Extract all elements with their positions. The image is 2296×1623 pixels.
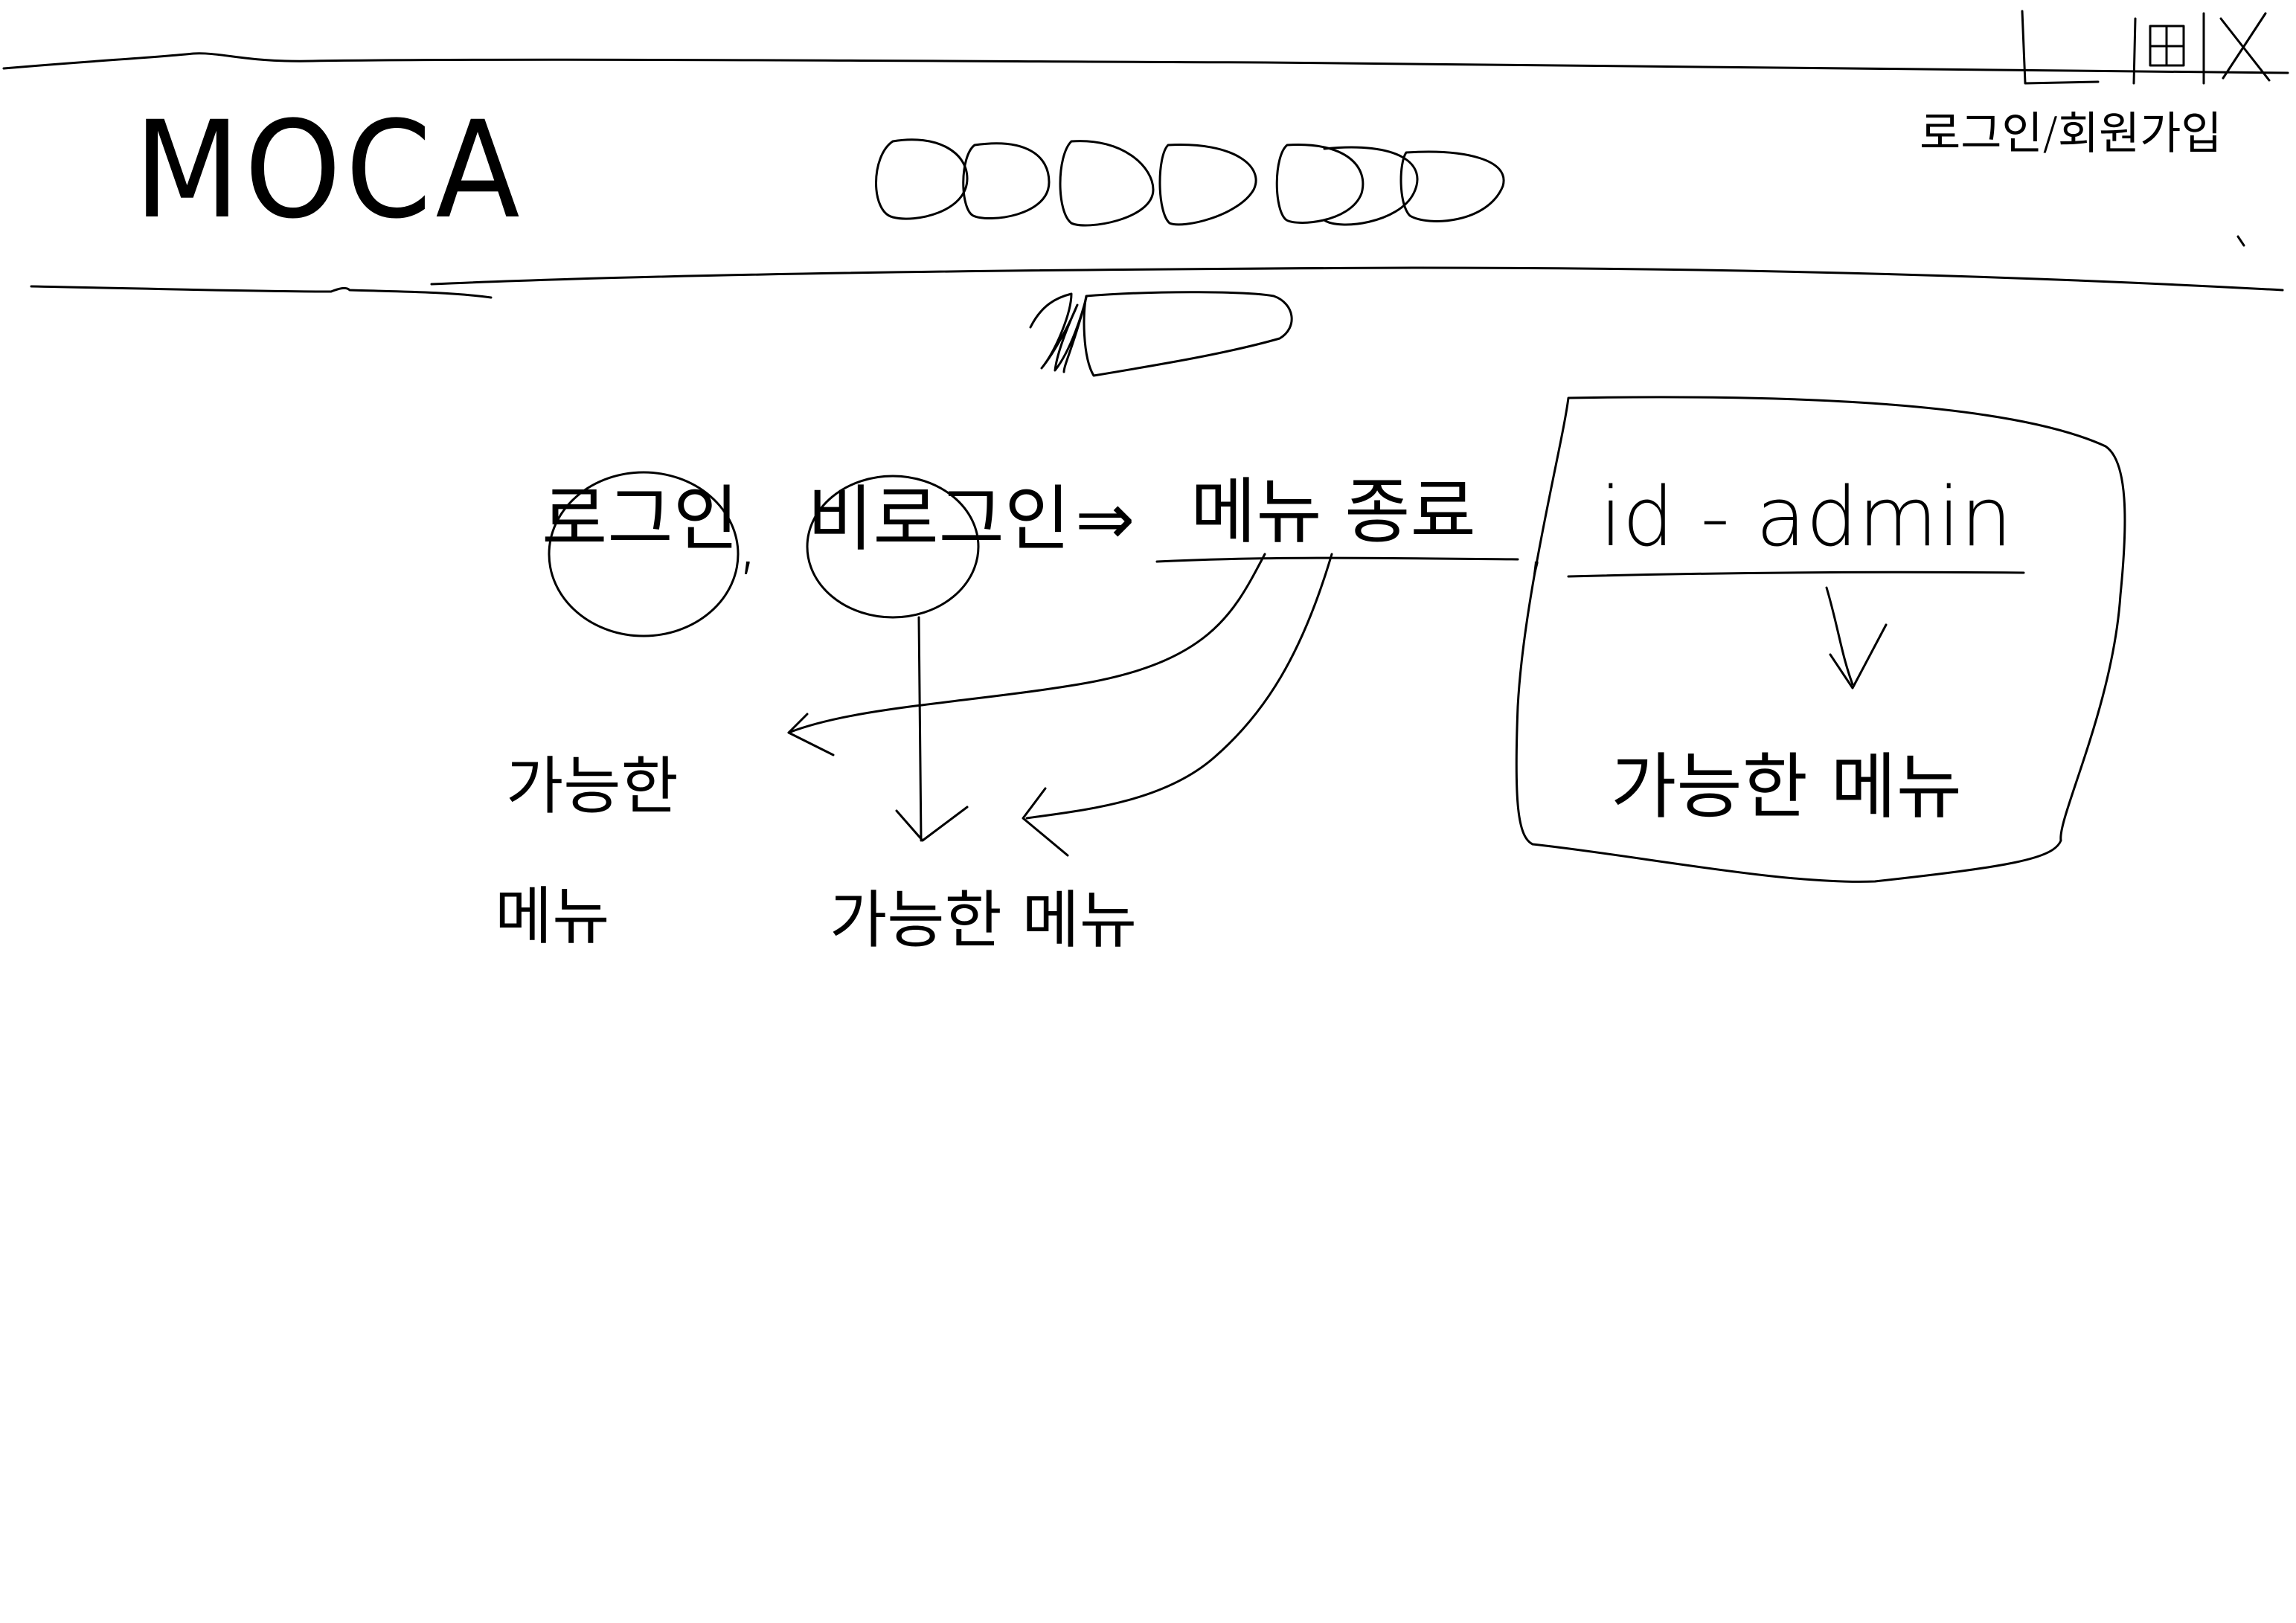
arrow-admin-to-result3 bbox=[1825, 586, 1854, 686]
arrow-condition3-to-result2 bbox=[1025, 553, 1333, 820]
nav-oval-3 bbox=[1059, 140, 1155, 227]
admin-box bbox=[1515, 396, 2126, 883]
nav-oval-2 bbox=[962, 142, 1051, 220]
login-signup-link[interactable]: 로그인/회원가입 bbox=[1920, 108, 2222, 160]
login-area bbox=[1029, 291, 1293, 377]
login-input-field[interactable] bbox=[1080, 294, 1286, 379]
divider-1 bbox=[2132, 17, 2137, 85]
nav-oval-5 bbox=[1275, 144, 1365, 224]
result-available-menu: 가능한 메뉴 bbox=[830, 884, 1138, 957]
stray-mark bbox=[2236, 235, 2245, 247]
implies-arrow: ⇒ bbox=[1075, 478, 1135, 561]
arrowhead-2 bbox=[895, 806, 969, 842]
admin-id-label: id - admin bbox=[1600, 469, 2013, 565]
arrow-condition1-to-result1 bbox=[787, 553, 1266, 734]
arrowhead-4 bbox=[1829, 623, 1888, 690]
separator-comma-1: , bbox=[737, 500, 760, 583]
maximize-button[interactable]: □ bbox=[2128, 7, 2210, 89]
nav-oval-4 bbox=[1158, 144, 1257, 226]
nav-oval-6 bbox=[1323, 146, 1419, 226]
login-field-outline bbox=[1083, 291, 1293, 377]
nav-oval-1 bbox=[875, 138, 969, 220]
arrowhead-3 bbox=[1022, 787, 1069, 857]
arrow-condition2-to-result2 bbox=[917, 616, 923, 842]
result-available-line1: 가능한 bbox=[506, 750, 679, 823]
circle-condition-2 bbox=[806, 475, 980, 619]
circle-condition-1 bbox=[548, 471, 740, 637]
condition-not-logged-in: 비로그인 bbox=[807, 478, 1071, 561]
window-controls bbox=[2021, 10, 2271, 85]
header-bottom-line-right bbox=[430, 266, 2284, 292]
minimize-button[interactable]: _ bbox=[2024, 7, 2106, 89]
underline-condition-3 bbox=[1155, 556, 1519, 563]
maximize-button-frame bbox=[2149, 25, 2185, 67]
header-top-line bbox=[2, 52, 2289, 74]
login-scribble-mark bbox=[1023, 294, 1083, 376]
arrowhead-1 bbox=[787, 713, 835, 756]
nav-bar bbox=[875, 138, 1505, 227]
underline-admin-id bbox=[1567, 571, 2025, 578]
minimize-button-frame bbox=[2021, 10, 2100, 85]
condition-logged-in: 로그인 bbox=[542, 478, 739, 561]
result-admin-available-menu: 가능한 메뉴 bbox=[1611, 745, 1963, 829]
close-button[interactable]: X bbox=[2204, 7, 2286, 89]
condition-menu-end: 메뉴 종료 bbox=[1190, 470, 1476, 553]
close-button-frame bbox=[2219, 12, 2271, 82]
result-available-line2: 메뉴 bbox=[495, 880, 610, 953]
separator-comma-2: , bbox=[1525, 500, 1548, 583]
nav-oval-7 bbox=[1399, 150, 1505, 222]
header-bottom-line-left bbox=[30, 285, 493, 299]
app-logo: MOCA bbox=[134, 93, 525, 248]
